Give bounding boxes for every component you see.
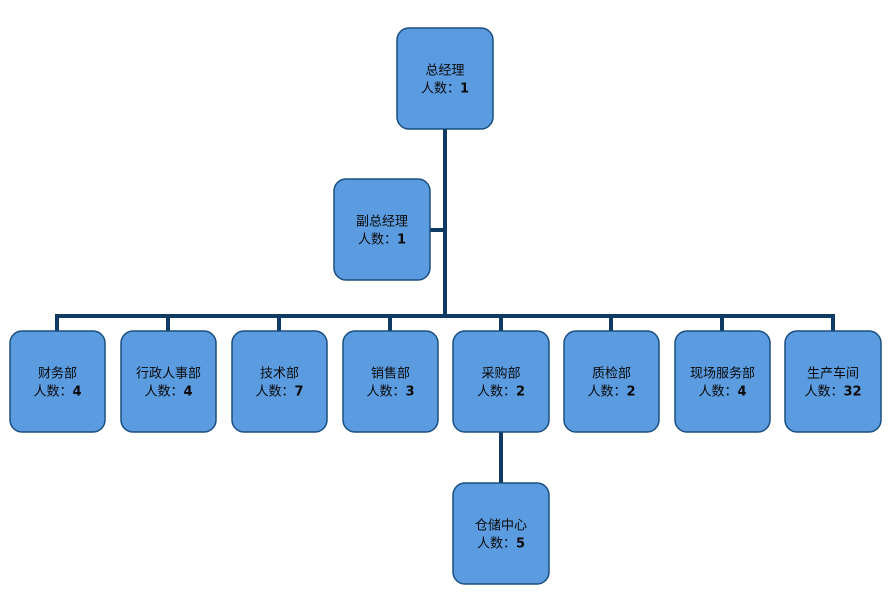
org-node-box [674,330,771,433]
org-node-headcount: 人数：4 [144,385,192,400]
headcount-value: 1 [460,82,469,97]
headcount-label: 人数： [698,385,737,400]
headcount-label: 人数： [358,233,397,248]
headcount-label: 人数： [366,385,405,400]
org-node-headcount: 人数：2 [477,385,525,400]
org-node-headcount: 人数：4 [698,385,746,400]
org-node-title: 副总经理 [356,215,408,230]
headcount-value: 5 [516,537,525,552]
org-node-headcount: 人数：7 [255,385,303,400]
headcount-label: 人数： [477,537,516,552]
headcount-value: 4 [183,385,192,400]
org-node-box [9,330,106,433]
org-node-box [333,178,431,281]
headcount-label: 人数： [477,385,516,400]
org-node-title: 销售部 [371,366,410,382]
org-node-title: 采购部 [481,366,520,382]
org-node-title: 质检部 [592,367,631,382]
headcount-label: 人数： [33,385,72,400]
org-chart-nodes: 总经理人数：1副总经理人数：1财务部人数：4行政人事部人数：4技术部人数：7销售… [9,27,882,585]
org-node-headcount: 人数：2 [587,385,635,400]
org-node-box [784,330,882,433]
org-node-title: 现场服务部 [690,366,755,382]
org-node-headcount: 人数：5 [477,537,525,552]
org-node-box [231,330,328,433]
org-node-title: 生产车间 [807,366,859,382]
org-node-headcount: 人数：3 [366,385,414,400]
headcount-label: 人数： [255,385,294,400]
org-node-title: 技术部 [260,367,299,382]
org-node-headcount: 人数：4 [33,385,81,400]
headcount-value: 4 [72,385,81,400]
headcount-label: 人数： [144,385,183,400]
org-node-headcount: 人数：1 [421,82,469,97]
org-node-headcount: 人数：32 [804,385,861,400]
headcount-value: 3 [405,385,414,400]
org-node-headcount: 人数：1 [358,233,406,248]
headcount-value: 1 [397,233,406,248]
org-chart-connectors [55,126,835,486]
headcount-label: 人数： [804,385,843,400]
headcount-label: 人数： [421,82,460,97]
headcount-value: 7 [294,385,303,400]
org-node-box [120,330,217,433]
org-node-title: 财务部 [38,366,77,382]
org-node-title: 仓储中心 [475,519,527,534]
org-node-box [452,482,550,585]
headcount-value: 32 [843,385,861,400]
headcount-value: 2 [516,385,525,400]
headcount-value: 2 [626,385,635,400]
org-node-title: 总经理 [425,64,464,79]
org-node-box [452,330,550,433]
org-node-title: 行政人事部 [136,367,201,382]
org-node-box [342,330,439,433]
org-node-box [563,330,660,433]
org-node-box [396,27,494,130]
headcount-value: 4 [737,385,746,400]
headcount-label: 人数： [587,385,626,400]
